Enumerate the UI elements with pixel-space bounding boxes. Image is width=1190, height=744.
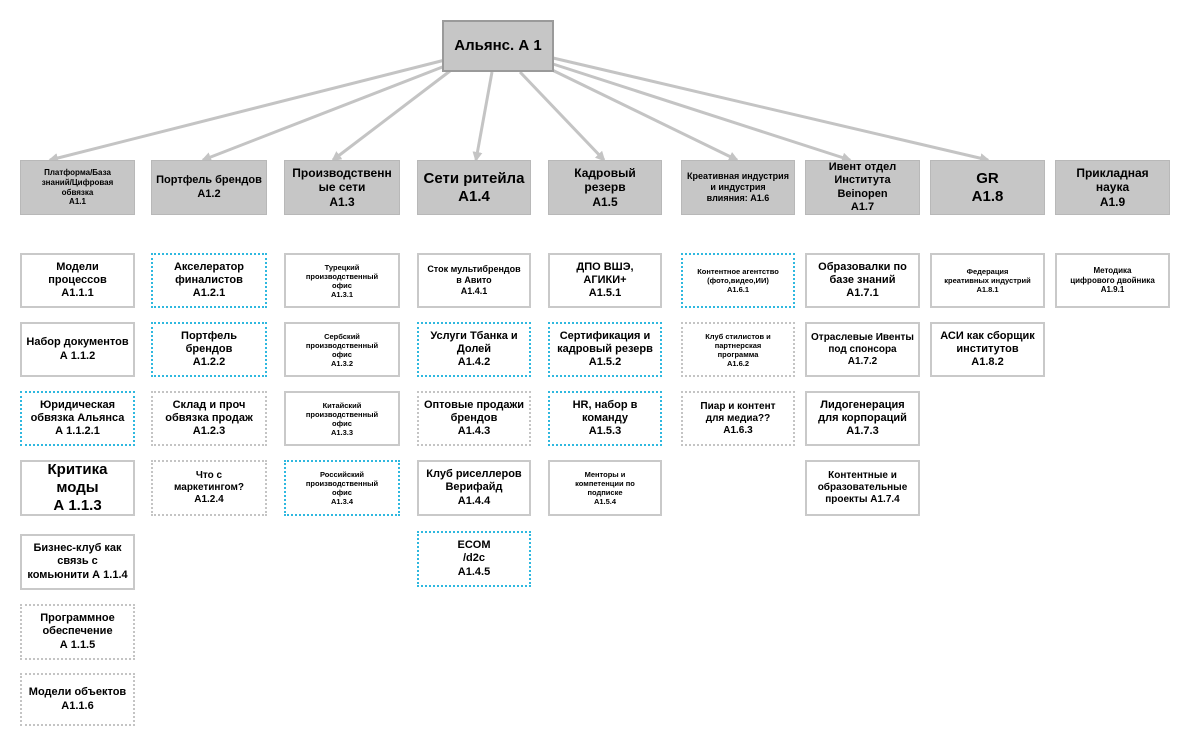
item-node-i141: Сток мультибрендов в Авито А1.4.1 (417, 253, 531, 308)
item-node-i111: Модели процессов А1.1.1 (20, 253, 135, 308)
item-node-i143: Оптовые продажи брендов А1.4.3 (417, 391, 531, 446)
item-node-i152: Сертификация и кадровый резерв А1.5.2 (548, 322, 662, 377)
item-node-i112: Набор документов А 1.1.2 (20, 322, 135, 377)
edge-root-c3 (331, 69, 451, 162)
root-node: Альянс. А 1 (442, 20, 554, 72)
item-node-i163: Пиар и контент для медиа?? А1.6.3 (681, 391, 795, 446)
item-node-i154: Менторы и компетенции по подписке А1.5.4 (548, 460, 662, 516)
edge-root-c7 (552, 62, 852, 163)
item-node-i116: Модели объектов А1.1.6 (20, 673, 135, 726)
item-node-i134: Российский производственный офис А1.3.4 (284, 460, 400, 516)
edge-root-c2 (201, 64, 446, 162)
category-node-c2: Портфель брендов А1.2 (151, 160, 267, 215)
category-node-c8: GR А1.8 (930, 160, 1045, 215)
item-node-i153: HR, набор в команду А1.5.3 (548, 391, 662, 446)
category-node-c7: Ивент отдел Института Beinopen А1.7 (805, 160, 920, 215)
edge-root-c4 (472, 71, 494, 162)
category-node-c4: Сети ритейла А1.4 (417, 160, 531, 215)
item-node-i124: Что с маркетингом? А1.2.4 (151, 460, 267, 516)
item-node-i151: ДПО ВШЭ, АГИКИ+ А1.5.1 (548, 253, 662, 308)
category-node-c9: Прикладная наука А1.9 (1055, 160, 1170, 215)
item-node-i174: Контентные и образовательные проекты А1.… (805, 460, 920, 516)
edge-root-c5 (518, 70, 606, 162)
edge-root-c6 (547, 66, 739, 162)
item-node-i142: Услуги Тбанка и Долей А1.4.2 (417, 322, 531, 377)
item-node-i145: ECOM /d2c А1.4.5 (417, 531, 531, 587)
item-node-i123: Склад и проч обвязка продаж А1.2.3 (151, 391, 267, 446)
item-node-i114: Бизнес-клуб как связь с комьюнити А 1.1.… (20, 534, 135, 590)
edge-root-c8 (552, 56, 990, 164)
category-node-c6: Креативная индустрия и индустрия влияния… (681, 160, 795, 215)
category-node-c5: Кадровый резерв А1.5 (548, 160, 662, 215)
item-node-i115: Программное обеспечение А 1.1.5 (20, 604, 135, 660)
item-node-i131: Турецкий производственный офис А1.3.1 (284, 253, 400, 308)
item-node-i1121: Юридическая обвязка Альянса А 1.1.2.1 (20, 391, 135, 446)
item-node-i132: Сербский производственный офис А1.3.2 (284, 322, 400, 377)
category-node-c3: Производственн ые сети А1.3 (284, 160, 400, 215)
item-node-i113: Критика моды А 1.1.3 (20, 460, 135, 516)
item-node-i191: Методика цифрового двойника А1.9.1 (1055, 253, 1170, 308)
item-node-i172: Отраслевые Ивенты под спонсора А1.7.2 (805, 322, 920, 377)
edge-root-c1 (48, 58, 446, 163)
item-node-i144: Клуб риселлеров Верифайд А1.4.4 (417, 460, 531, 516)
item-node-i121: Акселератор финалистов А1.2.1 (151, 253, 267, 308)
category-node-c1: Платформа/База знаний/Цифровая обвязка А… (20, 160, 135, 215)
item-node-i122: Портфель брендов А1.2.2 (151, 322, 267, 377)
item-node-i161: Контентное агентство (фото,видео,ИИ) А1.… (681, 253, 795, 308)
item-node-i181: Федерация креативных индустрий А1.8.1 (930, 253, 1045, 308)
item-node-i171: Образовалки по базе знаний А1.7.1 (805, 253, 920, 308)
item-node-i133: Китайский производственный офис А1.3.3 (284, 391, 400, 446)
item-node-i162: Клуб стилистов и партнерская программа А… (681, 322, 795, 377)
item-node-i182: АСИ как сборщик институтов А1.8.2 (930, 322, 1045, 377)
item-node-i173: Лидогенерация для корпораций А1.7.3 (805, 391, 920, 446)
